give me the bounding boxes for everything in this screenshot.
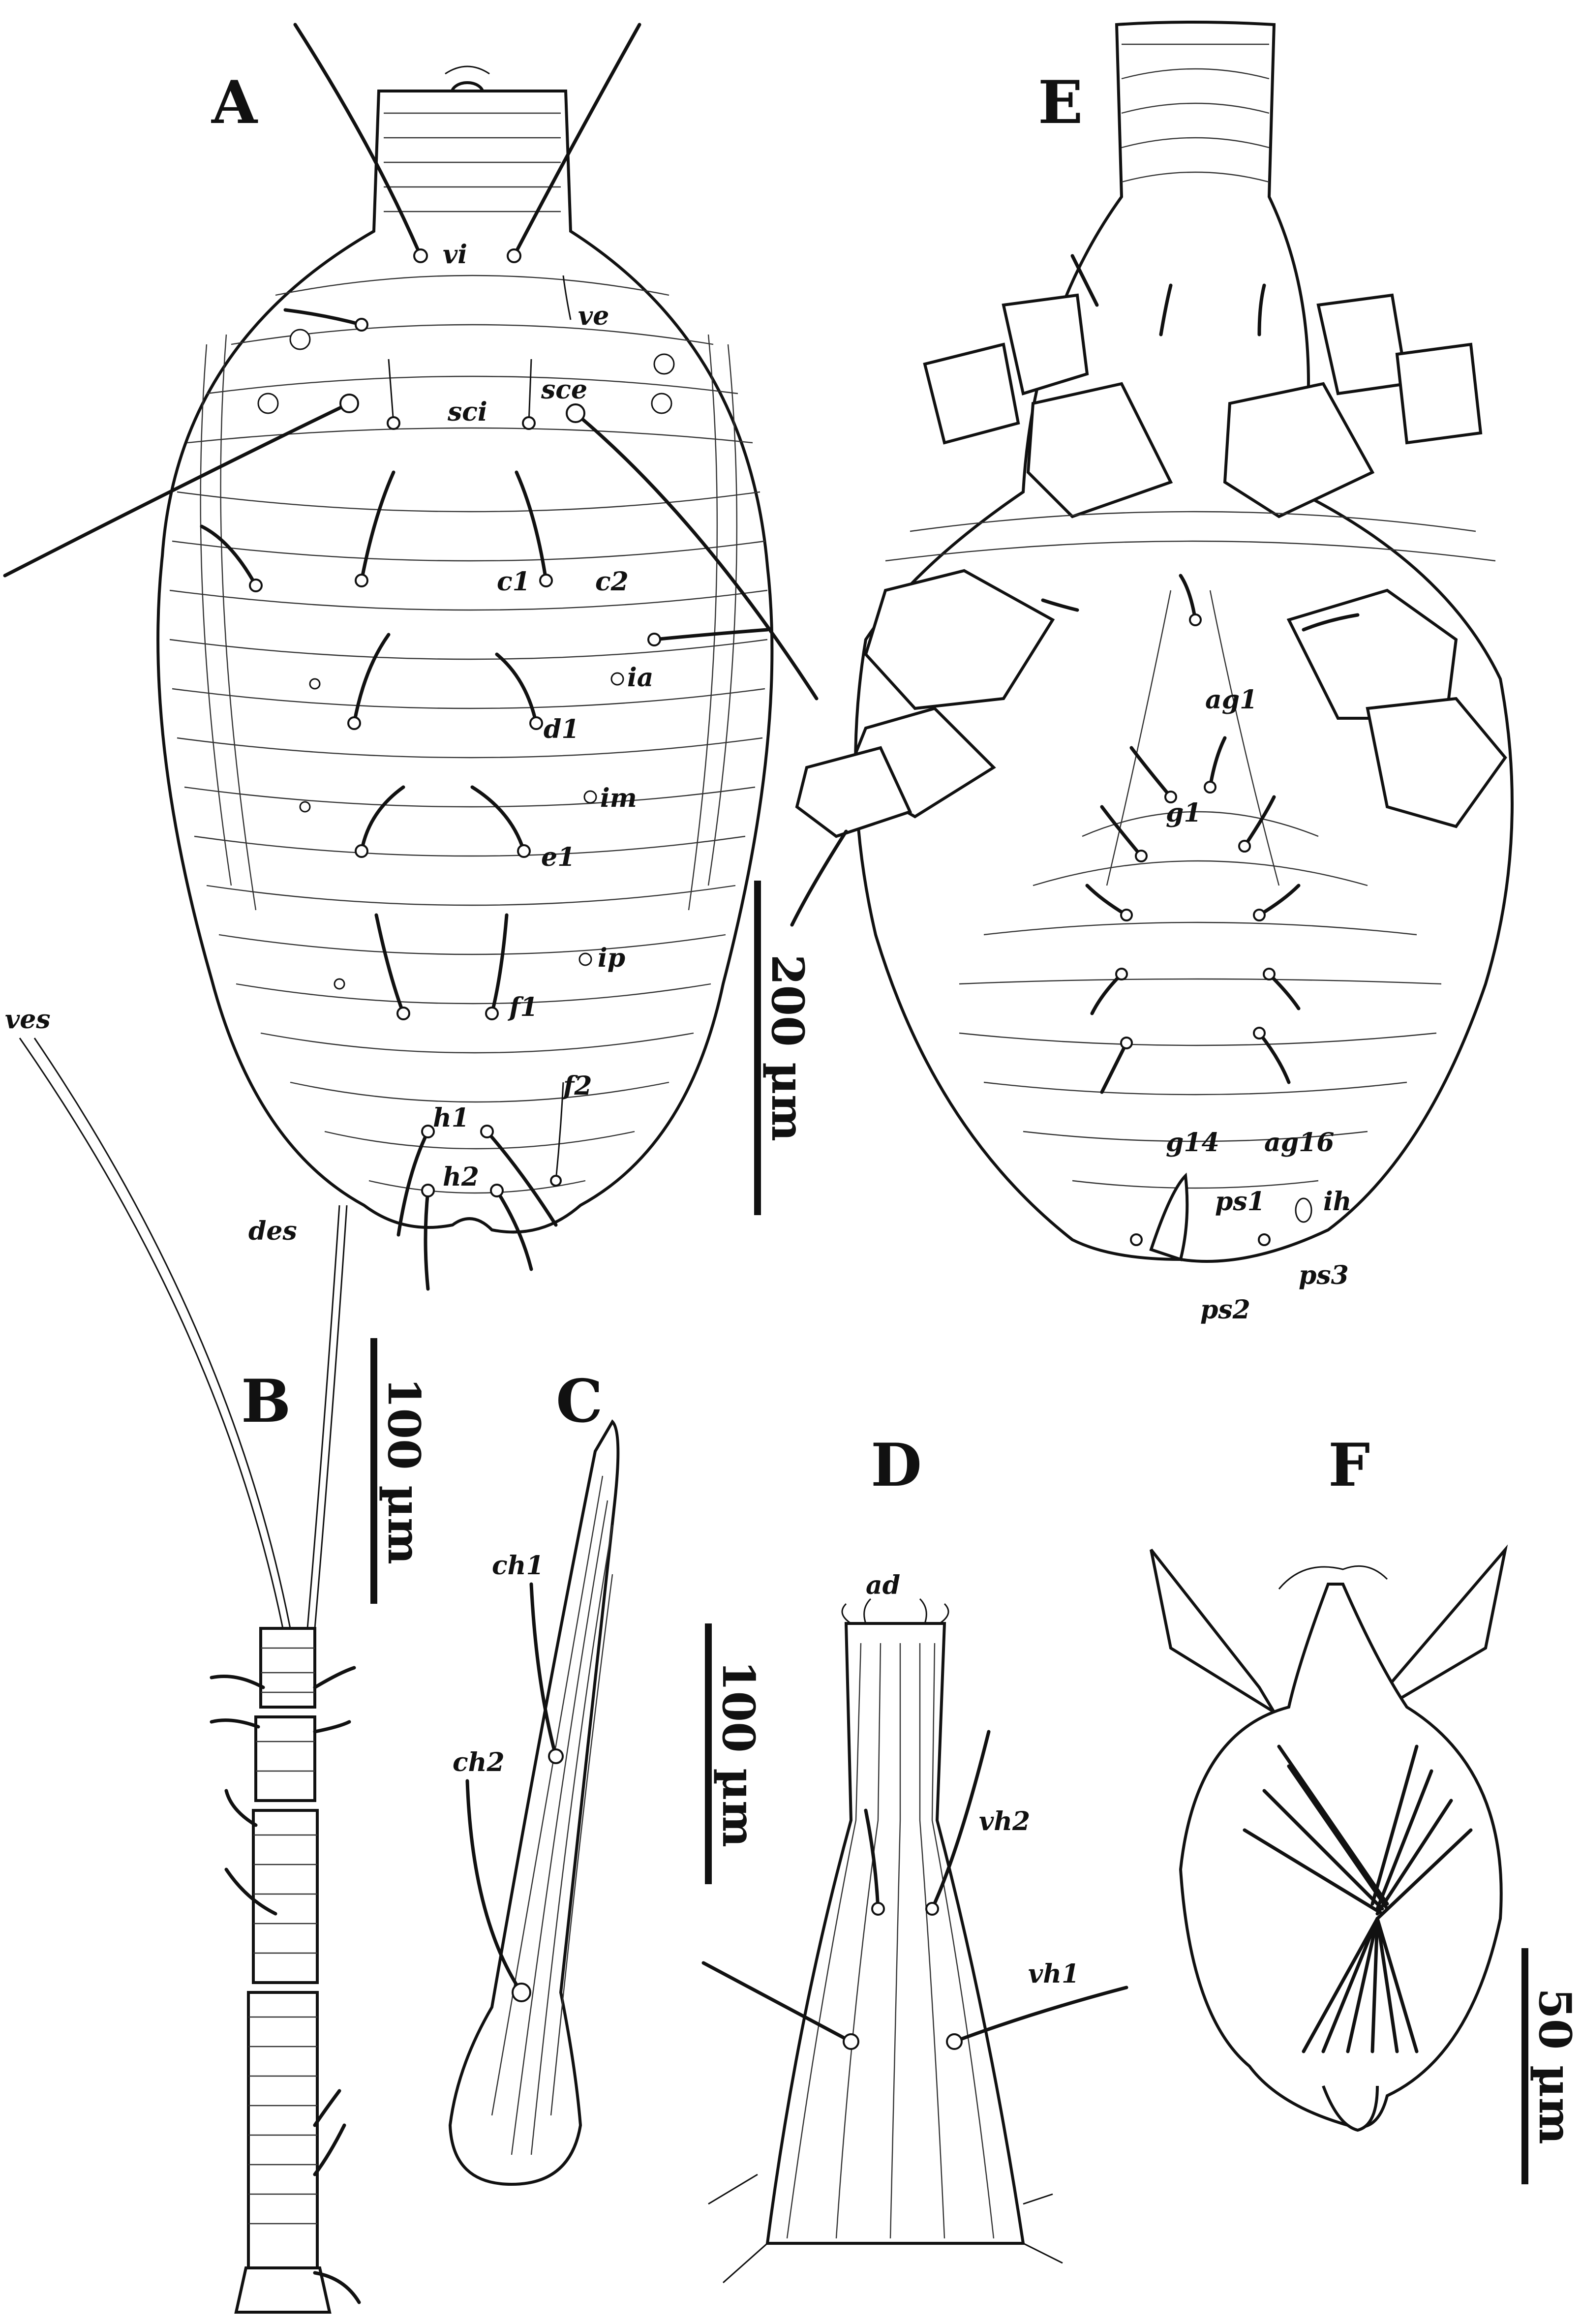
label-ad: ad bbox=[866, 1570, 900, 1600]
leg-segment-tibia bbox=[254, 1715, 316, 1802]
leg-segment-genu bbox=[252, 1809, 319, 1984]
scalebar-d-label: 100 µm bbox=[712, 1660, 764, 1847]
panel-f-genital-region: 50 µm F bbox=[1150, 1431, 1581, 2184]
scalebar-f-label: 50 µm bbox=[1529, 1988, 1581, 2144]
panel-e-sockets bbox=[1115, 613, 1312, 1246]
label-ps3: ps3 bbox=[1299, 1260, 1349, 1290]
leg-segment-tarsus bbox=[259, 1627, 316, 1709]
label-ve: ve bbox=[578, 301, 609, 331]
label-ch1: ch1 bbox=[492, 1551, 544, 1581]
label-f1: f1 bbox=[507, 992, 538, 1022]
panel-label-f: F bbox=[1328, 1431, 1370, 1500]
leg-segment-femur bbox=[247, 1991, 319, 2269]
label-vh2: vh2 bbox=[979, 1806, 1030, 1836]
panel-label-e: E bbox=[1038, 68, 1083, 137]
label-vi: vi bbox=[443, 240, 467, 270]
panel-e-coxae bbox=[795, 293, 1507, 838]
label-im: im bbox=[600, 783, 637, 813]
label-vh1: vh1 bbox=[1028, 1959, 1079, 1989]
label-g1: g1 bbox=[1166, 798, 1202, 828]
scalebar-b-label: 100 µm bbox=[378, 1377, 430, 1564]
label-e1: e1 bbox=[541, 842, 575, 872]
panel-a-sockets bbox=[249, 248, 675, 1197]
label-c2: c2 bbox=[595, 567, 629, 597]
panel-label-a: A bbox=[211, 68, 258, 137]
label-c1: c1 bbox=[497, 567, 530, 597]
hypostome-outline bbox=[765, 1622, 1025, 2245]
label-ch2: ch2 bbox=[453, 1747, 505, 1777]
panel-label-b: B bbox=[241, 1367, 291, 1436]
label-f2: f2 bbox=[561, 1071, 592, 1101]
label-ag1: ag1 bbox=[1205, 685, 1257, 715]
label-ves: ves bbox=[5, 1005, 51, 1035]
scalebar-a-label: 200 µm bbox=[761, 954, 814, 1141]
label-ag16: ag16 bbox=[1264, 1128, 1334, 1158]
panel-label-d: D bbox=[871, 1431, 922, 1500]
panel-a-striae bbox=[169, 112, 768, 1194]
label-h2: h2 bbox=[443, 1162, 479, 1192]
panel-a-dorsal-view: vi ve sci sce c1 c2 ia d1 im e1 ip f1 f2… bbox=[3, 23, 819, 1291]
label-d1: d1 bbox=[544, 714, 579, 744]
panel-c-striae bbox=[491, 1475, 613, 2155]
label-sce: sce bbox=[541, 375, 587, 405]
label-ps2: ps2 bbox=[1200, 1295, 1250, 1325]
label-h1: h1 bbox=[433, 1103, 469, 1133]
panel-b-leg: ves des 100 µm B bbox=[5, 1005, 430, 2314]
label-ih: ih bbox=[1323, 1187, 1352, 1217]
chelicera-outline bbox=[448, 1419, 620, 2186]
panel-d-hypostome: ad vh2 vh1 100 µm D bbox=[701, 1431, 1128, 2284]
anal-valve bbox=[1149, 1172, 1189, 1261]
panel-c-chelicera: ch1 ch2 C bbox=[448, 1367, 620, 2186]
panel-a-setae bbox=[3, 23, 819, 1291]
label-g14: g14 bbox=[1166, 1128, 1219, 1158]
label-ia: ia bbox=[627, 663, 653, 693]
label-sci: sci bbox=[447, 397, 487, 427]
label-ps1: ps1 bbox=[1215, 1187, 1265, 1217]
panel-e-ventral-view: ag1 g1 g14 ag16 ps1 ih ps2 ps3 E bbox=[790, 21, 1514, 1325]
label-ip: ip bbox=[598, 943, 625, 973]
panel-f-setae bbox=[1243, 1744, 1473, 2053]
label-des: des bbox=[248, 1216, 297, 1246]
panel-d-striae bbox=[786, 1643, 995, 2239]
panel-b-striae bbox=[248, 1647, 317, 2225]
panel-label-c: C bbox=[556, 1367, 603, 1436]
panel-e-striae bbox=[885, 43, 1496, 1189]
